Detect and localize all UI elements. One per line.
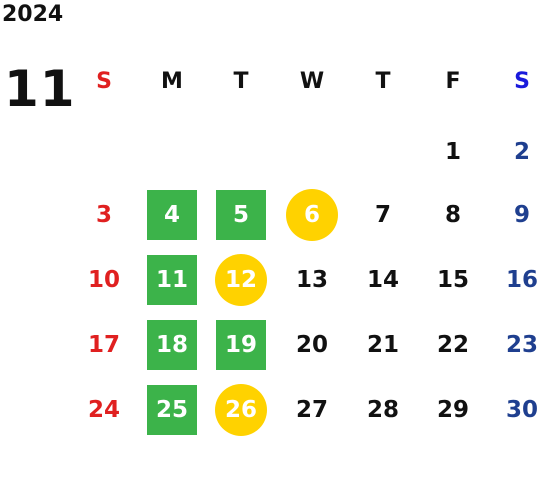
day-2: 2 (513, 139, 530, 165)
weekday-header: M (161, 68, 183, 94)
day-18: 18 (147, 320, 197, 370)
weekday-header: S (514, 68, 530, 94)
day-1: 1 (444, 139, 461, 165)
day-9: 9 (513, 202, 530, 228)
day-7: 7 (374, 202, 391, 228)
day-19: 19 (216, 320, 266, 370)
day-8: 8 (444, 202, 461, 228)
day-25: 25 (147, 385, 197, 435)
day-22: 22 (436, 332, 469, 358)
day-6: 6 (286, 189, 338, 241)
day-4: 4 (147, 190, 197, 240)
day-23: 23 (505, 332, 538, 358)
day-13: 13 (295, 267, 328, 293)
day-29: 29 (436, 397, 469, 423)
day-24: 24 (87, 397, 120, 423)
day-28: 28 (366, 397, 399, 423)
day-10: 10 (87, 267, 120, 293)
day-27: 27 (295, 397, 328, 423)
year-label: 2024 (2, 2, 64, 27)
weekday-header: T (375, 68, 391, 94)
day-3: 3 (95, 202, 112, 228)
day-20: 20 (295, 332, 328, 358)
weekday-header: T (233, 68, 249, 94)
month-number: 11 (4, 60, 76, 118)
day-26: 26 (215, 384, 267, 436)
day-15: 15 (436, 267, 469, 293)
weekday-header: W (299, 68, 325, 94)
weekday-header: S (96, 68, 112, 94)
day-17: 17 (87, 332, 120, 358)
day-30: 30 (505, 397, 538, 423)
day-5: 5 (216, 190, 266, 240)
day-21: 21 (366, 332, 399, 358)
day-16: 16 (505, 267, 538, 293)
weekday-header: F (445, 68, 461, 94)
day-11: 11 (147, 255, 197, 305)
day-14: 14 (366, 267, 399, 293)
day-12: 12 (215, 254, 267, 306)
